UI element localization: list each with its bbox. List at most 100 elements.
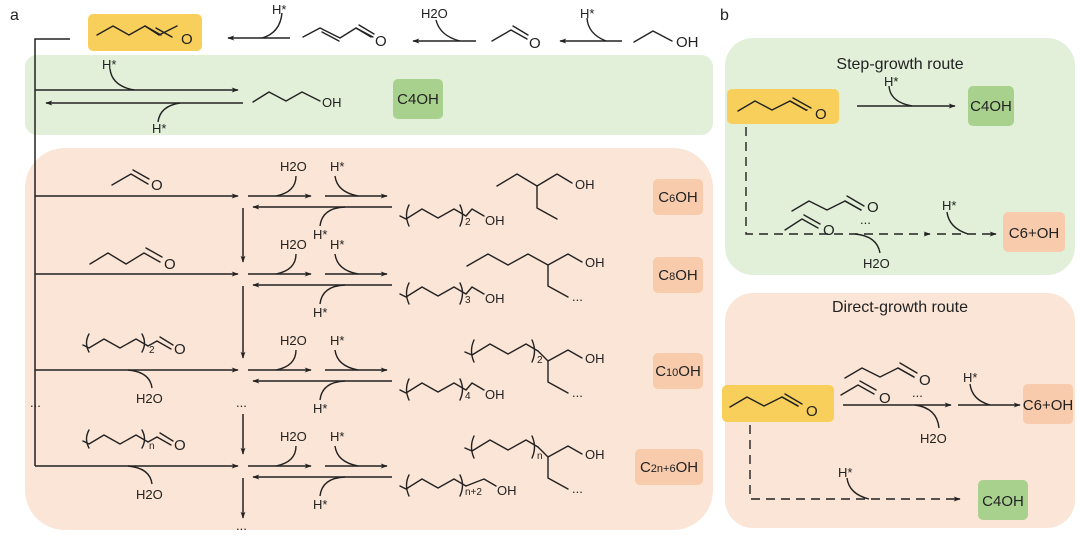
h2o-label: H2O [280,429,307,444]
branched-ellipsis: ... [572,385,583,400]
linear-tail-bond [465,382,485,391]
dg-butanal-o: O [806,403,818,420]
reagent-h2o-top: H2O [421,6,448,21]
linear-open-paren [405,282,410,305]
sg-reactant-acetaldehyde-o: O [823,222,835,239]
butanol-oh: OH [322,95,342,110]
product-label-part: OH [675,267,698,284]
exit-ellipsis: ... [236,518,247,533]
hstar-forward: H* [330,429,344,444]
ethanol-oh: OH [676,34,699,51]
hstar-reverse: H* [313,497,327,512]
linear-alcohol-bond [399,478,467,490]
sg-ellipsis: ... [860,212,871,227]
product-label: C8OH [658,267,697,284]
ethyl-branch [547,456,569,490]
dg-hstar-top: H* [963,370,977,385]
sg-c4oh-badge [968,86,1014,126]
dg-reactant-acetaldehyde-o: O [879,390,891,407]
dg-c4oh-label: C4OH [982,493,1024,510]
linear-subscript: 4 [465,391,471,402]
sg-reactant-butanal-o: O [867,199,879,216]
hstar-forward-curve [334,445,359,467]
dg-dashed-path [749,425,955,500]
h2o-curve [275,349,297,371]
curve-h2o-top [435,19,461,42]
product-label-part: C [658,189,669,206]
hstar-forward: H* [330,237,344,252]
linear-oh: OH [485,291,505,306]
hstar-forward: H* [330,159,344,174]
repeat-subscript: n [149,441,155,452]
reagent-hstar-1: H* [272,2,286,17]
curve-hstar-reverse [157,102,181,123]
hstar-forward-curve [334,349,359,371]
reactant-o: O [164,256,176,273]
linear-close-paren [459,378,464,401]
aldehyde-bond [147,436,158,443]
sg-dashed-path [745,127,925,235]
reactant-o: O [174,341,186,358]
hstar-reverse-curve [319,476,346,497]
h2o-curve [275,175,297,197]
hstar-forward: H* [330,333,344,348]
h2o-label: H2O [280,159,307,174]
curve-hstar-forward [109,68,135,91]
step-growth-title: Step-growth route [836,56,963,73]
h2o-label: H2O [280,333,307,348]
branched-ellipsis: ... [572,481,583,496]
green-band [25,55,713,135]
linear-oh: OH [485,213,505,228]
product-label: C10OH [655,363,701,380]
ethyl-branch [547,360,569,394]
sg-hstar-top: H* [884,74,898,89]
dg-hstar-bottom: H* [838,465,852,480]
sg-butanal-o: O [815,106,827,123]
repeat-unit-bond [82,434,149,445]
branched-chain [537,445,583,458]
hstar-forward: H* [102,57,116,72]
product-badge [635,449,703,485]
product-label-part: OH [676,459,699,476]
hstar-reverse-curve [319,380,346,401]
spine-ellipsis: ... [30,395,41,410]
sg-curve-hstar-bottom [946,211,969,235]
dg-curve-hstar-top [969,383,991,406]
sg-c4oh-label: C4OH [970,98,1012,115]
hstar-forward-curve [334,253,359,275]
close-paren [141,429,146,449]
h2o-curve [275,445,297,467]
linear-tail-bond [465,286,485,295]
linear-subscript: n+2 [465,487,482,498]
product-badge [653,257,703,293]
linear-oh: OH [485,387,505,402]
aldehyde-bond [147,340,158,347]
sg-butanal-box [727,89,839,124]
h2o-label: H2O [280,237,307,252]
aldehyde-double [159,336,174,346]
sg-c6oh-label: C6+OH [1009,225,1059,242]
sg-curve-h2o [854,233,881,254]
branched-ellipsis: ... [572,289,583,304]
branched-oh: OH [585,351,605,366]
direct-growth-title: Direct-growth route [832,299,968,316]
product-label-part: OH [678,363,701,380]
branched-chain [537,349,583,362]
panel-a-label: a [10,7,19,24]
branched-subscript: n [537,451,543,462]
product-label: C6OH [658,189,697,206]
branched-oh: OH [585,447,605,462]
acetaldehyde-double-bond [132,169,150,180]
butanal-highlight [88,14,202,51]
linear-subscript: 2 [465,217,471,228]
branched-close-paren [531,435,536,459]
linear-close-paren [459,474,464,497]
branched-oh: OH [575,177,595,192]
water-label: H2O [136,391,163,406]
branched-repeat [464,439,539,452]
aldehyde-single [156,436,172,446]
direct-growth-panel: Direct-growth route O O O ... H2O H* C6+… [722,293,1075,528]
hstar-reverse: H* [313,227,327,242]
